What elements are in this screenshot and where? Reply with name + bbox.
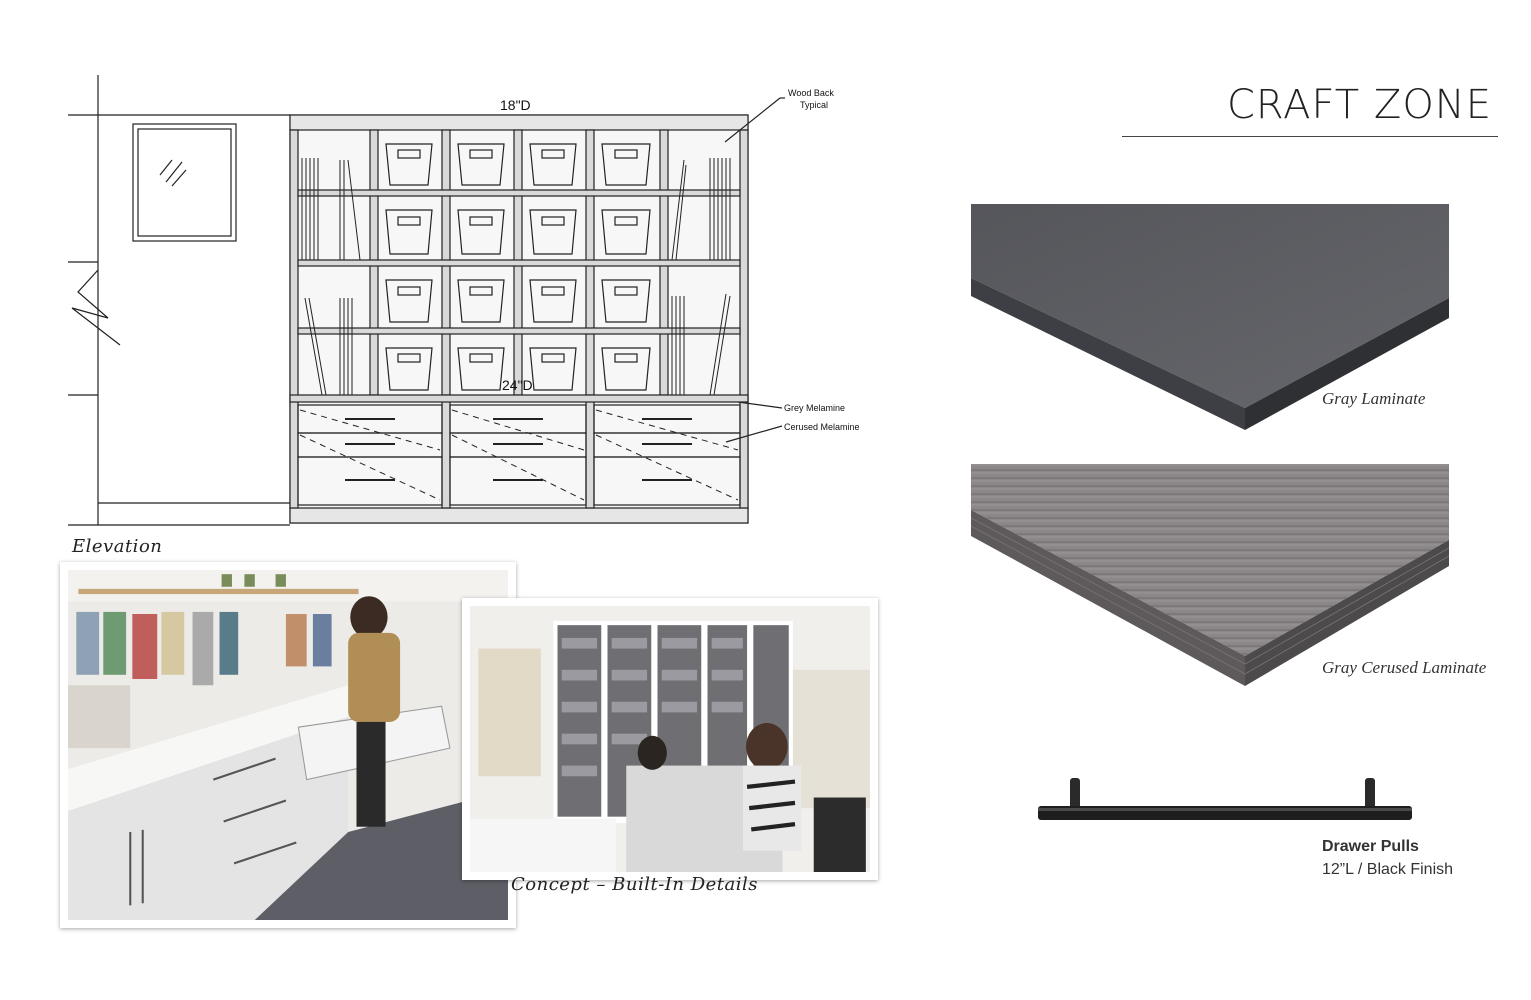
drawer-pulls-detail: 12”L / Black Finish [1322,861,1454,878]
title-underline [1122,136,1498,137]
drawer-pull-image [1038,778,1412,820]
page-title: CRAFT ZONE [1227,82,1492,128]
concept-photo-craft-room [60,562,516,928]
drawer-pulls-title: Drawer Pulls [1322,838,1419,855]
elevation-drawing: 18"D 24"D Wood Back Typical Grey Melamin… [68,75,860,526]
gray-cerused-laminate-swatch [970,464,1450,686]
note-wood-back: Wood Back [788,88,834,98]
note-grey-melamine: Grey Melamine [784,403,845,413]
dimension-top: 18"D [500,97,531,113]
gray-laminate-label: Gray Laminate [1322,389,1426,408]
concept-caption: Concept – Built-In Details [511,874,759,895]
note-cerused-melamine: Cerused Melamine [784,422,860,432]
dimension-middle: 24"D [502,377,533,393]
gray-cerused-laminate-label: Gray Cerused Laminate [1322,658,1487,677]
elevation-caption: Elevation [72,536,163,557]
concept-photo-showroom [462,598,878,880]
note-typical: Typical [800,100,828,110]
gray-laminate-swatch [971,204,1449,430]
